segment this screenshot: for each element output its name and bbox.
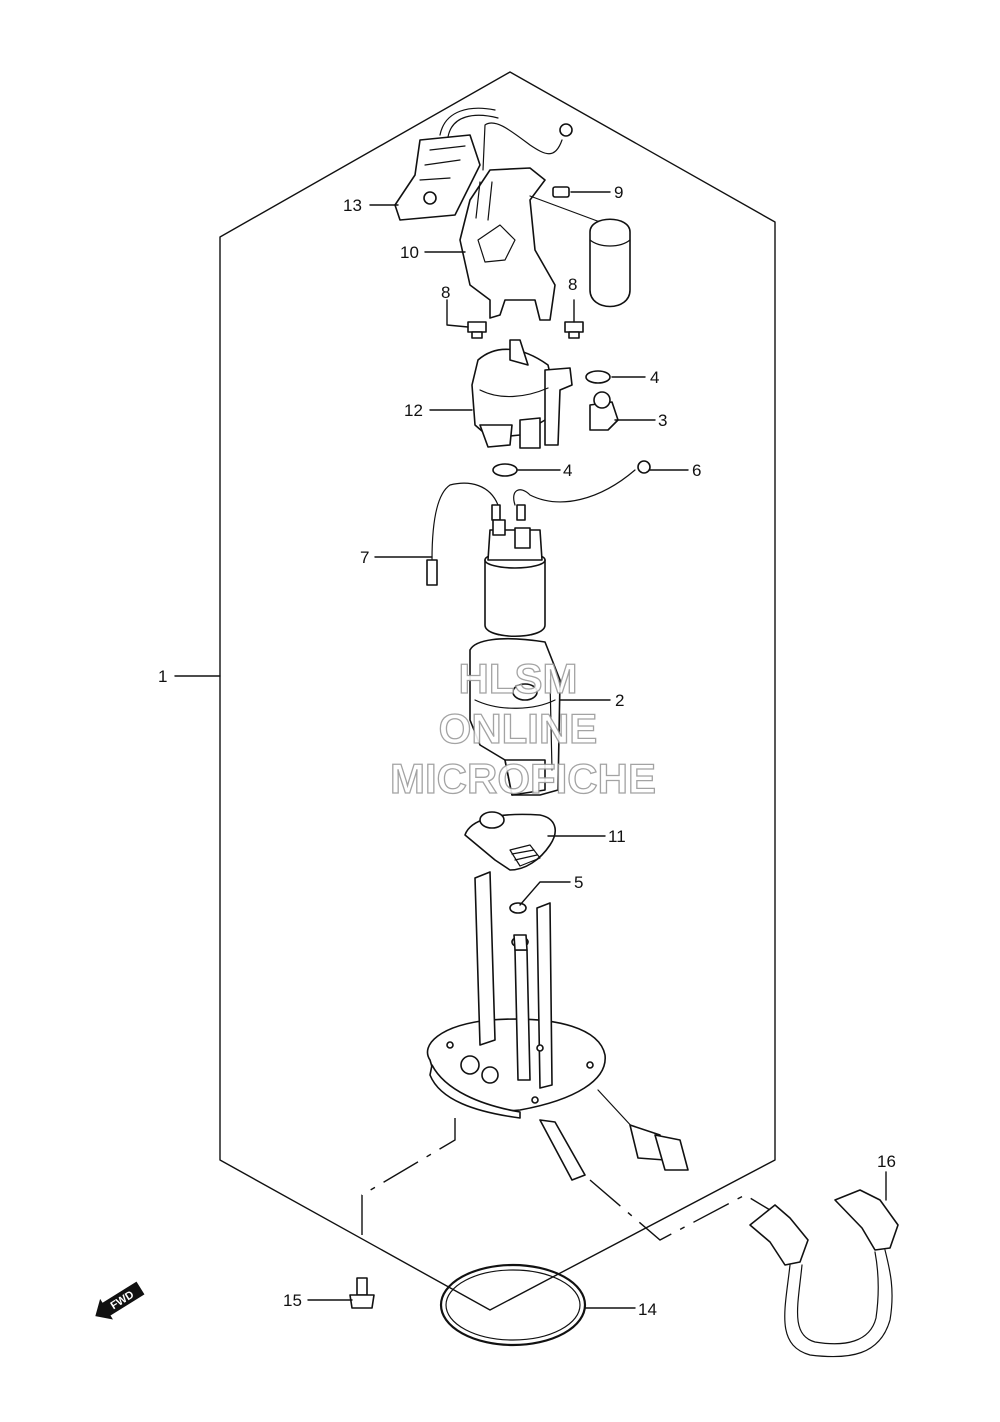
fwd-arrow-icon: [95, 1281, 145, 1320]
callout-13: 13: [343, 196, 362, 215]
callout-10: 10: [400, 243, 419, 262]
part-4-oring-lower: [492, 463, 518, 477]
callout-15: 15: [283, 1291, 302, 1310]
callout-14: 14: [638, 1300, 657, 1319]
callout-5: 5: [574, 873, 583, 892]
watermark-line-1: HLSM: [459, 655, 578, 702]
part-15-bolt: [349, 1277, 375, 1309]
fuel-pump-motor: [484, 519, 546, 638]
callout-4-lower: 4: [563, 461, 572, 480]
part-8-bolt-left: [467, 321, 487, 339]
callout-1: 1: [158, 667, 167, 686]
part-10-bracket: [459, 167, 556, 321]
callout-9: 9: [614, 183, 623, 202]
part-13-connector-bracket: [394, 107, 499, 221]
part-16-fuel-hose: [749, 1189, 899, 1358]
assembly-outline: [219, 71, 776, 1311]
pump-base-plate: [426, 871, 689, 1181]
part-9-float-clip: [529, 186, 631, 308]
callout-2: 2: [615, 691, 624, 710]
fwd-direction-marker: FWD: [95, 1281, 145, 1320]
watermark-line-2: ONLINE: [439, 705, 598, 752]
part-6-wire: [513, 460, 651, 521]
part-8-bolt-right: [564, 321, 584, 339]
callout-8-left: 8: [441, 283, 450, 302]
part-12-regulator-housing: [471, 339, 573, 449]
callout-11: 11: [608, 827, 626, 846]
part-3-pressure-regulator: [589, 391, 619, 431]
part-14-gasket: [439, 1263, 587, 1347]
callout-3: 3: [658, 411, 667, 430]
part-7-wire: [426, 482, 501, 586]
callout-16: 16: [877, 1152, 896, 1171]
part-4-oring-upper: [585, 370, 611, 384]
callout-labels: 1 2 3 4 4 5 6 7 8 8 9 10 11 12 13 14 15 …: [158, 183, 896, 1319]
callout-4-upper: 4: [650, 368, 659, 387]
leader-lines: [174, 191, 887, 1309]
part-2-pump-case: [469, 637, 561, 796]
callout-6: 6: [692, 461, 701, 480]
watermark-line-3: MICROFICHE: [390, 755, 656, 802]
callout-8-right: 8: [568, 275, 577, 294]
reference-lines: [361, 1118, 771, 1241]
part-11-filter: [464, 811, 556, 871]
callout-7: 7: [360, 548, 369, 567]
part-5-oring: [509, 902, 527, 914]
watermark: HLSM ONLINE MICROFICHE: [389, 654, 656, 802]
callout-12: 12: [404, 401, 423, 420]
top-ground-wire: [482, 122, 573, 171]
